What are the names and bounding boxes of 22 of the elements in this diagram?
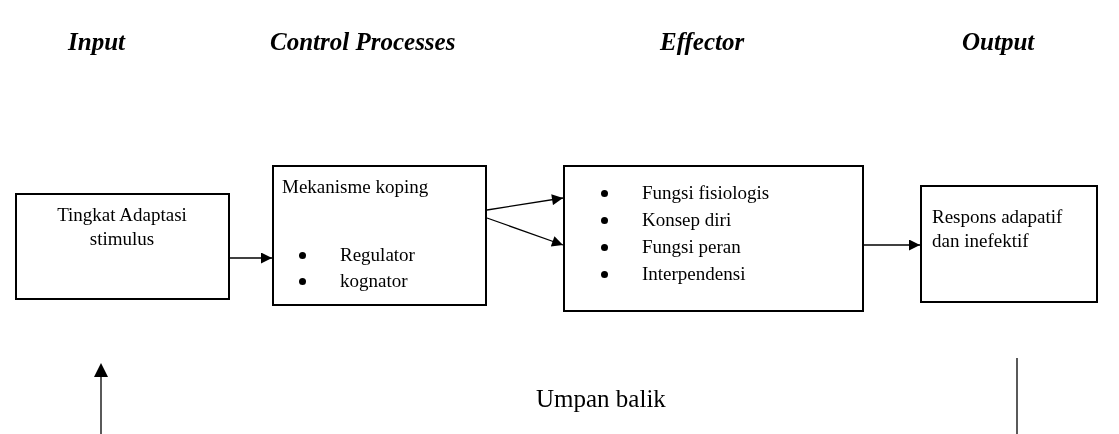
bullet-item: kognator <box>340 269 409 293</box>
bullet-item: Regulator <box>340 243 416 267</box>
arrow <box>486 194 564 211</box>
process-box <box>272 165 487 306</box>
bullet-item: Konsep diri <box>642 208 733 232</box>
box-text: Tingkat Adaptasi stimulus <box>56 203 188 251</box>
process-box <box>920 185 1098 303</box>
process-box <box>563 165 864 312</box>
column-heading: Effector <box>660 28 745 56</box>
bullet-item: Interpendensi <box>642 262 747 286</box>
bullet-item: Fungsi fisiologis <box>642 181 771 205</box>
column-heading: Output <box>962 28 1035 56</box>
feedback-label: Umpan balik <box>536 385 666 413</box>
box-text: Mekanisme koping <box>282 175 430 199</box>
bullet-item: Fungsi peran <box>642 235 742 259</box>
arrow <box>486 217 564 247</box>
column-heading: Input <box>68 28 125 56</box>
column-heading: Control Processes <box>270 28 456 56</box>
arrow <box>863 239 921 251</box>
box-text: Respons adapatif dan inefektif <box>932 205 1064 253</box>
process-box <box>15 193 230 300</box>
arrow <box>229 252 273 264</box>
